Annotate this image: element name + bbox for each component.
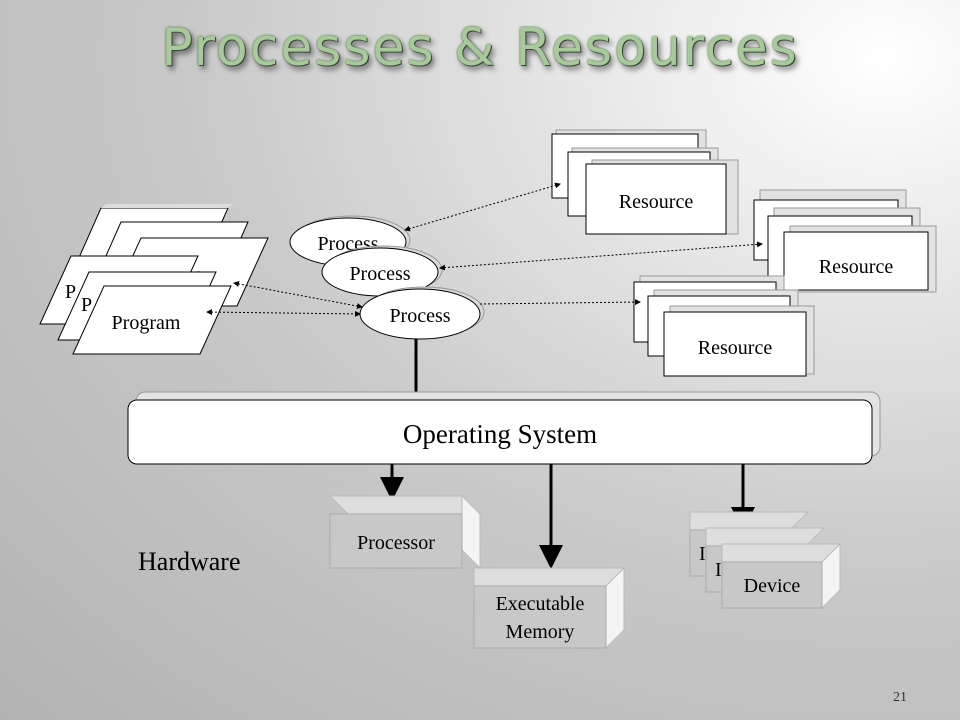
dotted-arrows xyxy=(206,182,763,317)
program-label: Program xyxy=(112,312,181,334)
arrow-process3-resource xyxy=(479,299,641,306)
process-ellipse-3: Process xyxy=(359,286,485,340)
program-label-partial: P xyxy=(65,281,76,303)
processor-block: Processor xyxy=(328,494,482,570)
resource-stack-right: Resource xyxy=(753,189,937,293)
arrow-data-process xyxy=(233,280,363,310)
resource-box-front: Resource xyxy=(585,159,739,235)
resource-stack-top: Resource xyxy=(551,129,739,235)
program-shape-front: Program xyxy=(72,285,232,355)
processor-label: Processor xyxy=(357,532,435,554)
resource-label: Resource xyxy=(819,256,894,278)
device-label: Device xyxy=(744,575,801,597)
memory-label-line2: Memory xyxy=(506,621,575,643)
page-title: Processes & Resources xyxy=(161,18,799,78)
executable-memory-block: Executable Memory xyxy=(473,566,626,650)
device-stack: I I Device xyxy=(689,511,842,610)
memory-label-line1: Executable xyxy=(496,593,585,615)
resource-label: Resource xyxy=(619,191,694,213)
device-block-front: Device xyxy=(721,542,842,610)
resource-box-front: Resource xyxy=(663,305,815,377)
data-program-stack: Data P P Program xyxy=(39,204,269,355)
process-label: Process xyxy=(349,263,410,285)
arrow-program-process xyxy=(206,309,361,317)
device-label-partial: I xyxy=(699,543,706,565)
arrow-process1-resource xyxy=(404,182,561,232)
resource-stack-middle: Resource xyxy=(633,275,815,377)
program-label-partial: P xyxy=(81,294,92,316)
page-number: 21 xyxy=(893,690,907,705)
hardware-label: Hardware xyxy=(138,547,241,576)
arrow-process2-resource xyxy=(439,241,763,271)
resource-box-front: Resource xyxy=(783,225,937,293)
operating-system-box: Operating System xyxy=(127,391,881,465)
resource-label: Resource xyxy=(698,337,773,359)
device-label-partial: I xyxy=(715,559,722,581)
process-label: Process xyxy=(389,305,450,327)
operating-system-label: Operating System xyxy=(403,419,597,449)
